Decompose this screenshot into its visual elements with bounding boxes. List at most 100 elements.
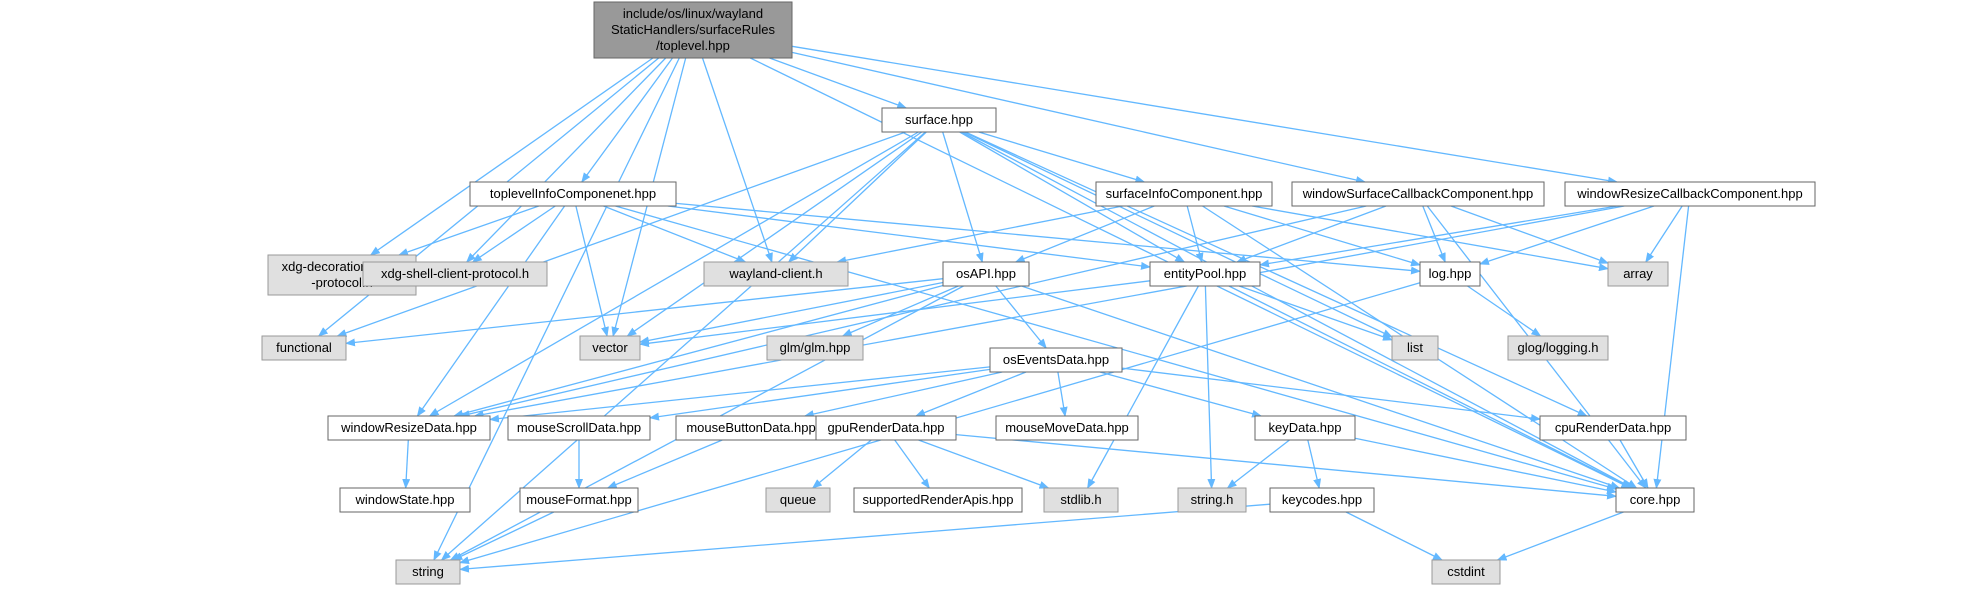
node-box-surfaceInfo (1095, 181, 1273, 207)
node-box-windowState (339, 487, 471, 513)
node-box-keyData (1254, 415, 1356, 441)
edge-windowSurfaceCb-to-log (1422, 205, 1446, 263)
edge-toplevelInfo-to-log (675, 202, 1421, 275)
edge-surfaceInfo-to-entityPool (1186, 205, 1204, 263)
node-windowSurfaceCb[interactable]: windowSurfaceCallbackComponent.hpp (1291, 181, 1545, 207)
edge-log-to-glog (1467, 285, 1542, 337)
edge-windowResizeCb-to-core (1653, 205, 1690, 489)
node-windowState[interactable]: windowState.hpp (339, 487, 471, 513)
node-box-mouseFormat (519, 487, 639, 513)
node-box-mouseButtonData (675, 415, 827, 441)
node-box-windowResizeCb (1564, 181, 1816, 207)
node-glog: glog/logging.h (1507, 335, 1609, 361)
node-keycodes[interactable]: keycodes.hpp (1269, 487, 1375, 513)
node-log[interactable]: log.hpp (1419, 261, 1481, 287)
node-label-windowSurfaceCb: windowSurfaceCallbackComponent.hpp (1302, 186, 1534, 201)
node-windowResizeCb[interactable]: windowResizeCallbackComponent.hpp (1564, 181, 1816, 207)
edge-toplevelInfo-to-entityPool (667, 205, 1151, 270)
edge-keyData-to-stringh (1226, 439, 1290, 489)
node-box-cstdint (1431, 559, 1501, 585)
edge-toplevelInfo-to-wayland (603, 205, 747, 263)
edge-surface-to-entityPool (959, 131, 1186, 263)
node-label-surfaceInfo: surfaceInfoComponent.hpp (1106, 186, 1263, 201)
edge-entityPool-to-core (1228, 285, 1632, 489)
node-stringh: string.h (1177, 487, 1247, 513)
node-vector: vector (579, 335, 641, 361)
edge-toplevelInfo-to-xdgShell (471, 205, 556, 263)
edge-gpuRenderData-to-core (955, 433, 1617, 500)
node-label-windowResizeCb: windowResizeCallbackComponent.hpp (1576, 186, 1802, 201)
node-xdgDecoration: xdg-decoration-client-protocol.h (267, 254, 417, 296)
node-box-stringh (1177, 487, 1247, 513)
node-label-osAPI: osAPI.hpp (956, 266, 1016, 281)
edge-gpuRenderData-to-queue (811, 439, 872, 489)
edge-toplevelInfo-to-windowResizeData (416, 205, 566, 417)
edge-windowResizeCb-to-array (1645, 205, 1683, 263)
edge-entityPool-to-stringh (1204, 285, 1216, 489)
node-label-queue: queue (780, 492, 816, 507)
node-box-log (1419, 261, 1481, 287)
node-entityPool[interactable]: entityPool.hpp (1149, 261, 1261, 287)
node-box-glog (1507, 335, 1609, 361)
node-label-cstdint: cstdint (1447, 564, 1485, 579)
node-supportedRenderApis[interactable]: supportedRenderApis.hpp (853, 487, 1023, 513)
edge-osEventsData-to-mouseScrollData (649, 368, 991, 421)
node-label-keyData: keyData.hpp (1269, 420, 1342, 435)
node-label-glm: glm/glm.hpp (780, 340, 851, 355)
node-label-root: /toplevel.hpp (656, 38, 730, 53)
edge-gpuRenderData-to-stdlib (918, 439, 1050, 489)
node-box-functional (261, 335, 347, 361)
node-label-keycodes: keycodes.hpp (1282, 492, 1362, 507)
node-windowResizeData[interactable]: windowResizeData.hpp (327, 415, 491, 441)
node-label-toplevelInfo: toplevelInfoComponenet.hpp (490, 186, 656, 201)
edge-surface-to-windowResizeData (428, 131, 919, 417)
edge-surface-to-list (963, 131, 1393, 338)
node-root[interactable]: include/os/linux/waylandStaticHandlers/s… (593, 1, 793, 59)
node-stdlib: stdlib.h (1043, 487, 1119, 513)
edge-surface-to-wayland (787, 131, 927, 263)
edge-keycodes-to-cstdint (1345, 511, 1443, 561)
node-cpuRenderData[interactable]: cpuRenderData.hpp (1539, 415, 1687, 441)
node-surfaceInfo[interactable]: surfaceInfoComponent.hpp (1095, 181, 1273, 207)
node-xdgShell: xdg-shell-client-protocol.h (362, 261, 548, 287)
edge-osEventsData-to-mouseMoveData (1057, 371, 1068, 417)
edge-osAPI-to-functional (345, 278, 944, 347)
edge-osAPI-to-core (1021, 285, 1621, 489)
node-label-cpuRenderData: cpuRenderData.hpp (1555, 420, 1671, 435)
node-toplevelInfo[interactable]: toplevelInfoComponenet.hpp (469, 181, 677, 207)
node-mouseScrollData[interactable]: mouseScrollData.hpp (507, 415, 651, 441)
node-wayland: wayland-client.h (703, 261, 849, 287)
node-surface[interactable]: surface.hpp (881, 107, 997, 133)
edge-cpuRenderData-to-core (1619, 439, 1649, 489)
node-functional: functional (261, 335, 347, 361)
edge-keyData-to-core (1354, 437, 1617, 495)
node-mouseMoveData[interactable]: mouseMoveData.hpp (995, 415, 1139, 441)
edge-surface-to-cpuRenderData (965, 131, 1588, 417)
node-box-wayland (703, 261, 849, 287)
node-mouseFormat[interactable]: mouseFormat.hpp (519, 487, 639, 513)
node-label-stringh: string.h (1191, 492, 1234, 507)
node-box-keycodes (1269, 487, 1375, 513)
node-label-mouseFormat: mouseFormat.hpp (526, 492, 632, 507)
node-box-queue (765, 487, 831, 513)
node-keyData[interactable]: keyData.hpp (1254, 415, 1356, 441)
node-box-vector (579, 335, 641, 361)
node-gpuRenderData[interactable]: gpuRenderData.hpp (815, 415, 957, 441)
node-osAPI[interactable]: osAPI.hpp (942, 261, 1030, 287)
edge-osAPI-to-osEventsData (995, 285, 1047, 349)
edge-entityPool-to-vector (639, 280, 1151, 348)
node-core[interactable]: core.hpp (1615, 487, 1695, 513)
node-box-mouseScrollData (507, 415, 651, 441)
node-mouseButtonData[interactable]: mouseButtonData.hpp (675, 415, 827, 441)
node-osEventsData[interactable]: osEventsData.hpp (989, 347, 1123, 373)
node-queue: queue (765, 487, 831, 513)
edge-windowResizeCb-to-entityPool (1259, 205, 1618, 268)
edge-surfaceInfo-to-osAPI (1014, 205, 1155, 263)
node-label-mouseButtonData: mouseButtonData.hpp (686, 420, 815, 435)
edge-entityPool-to-stdlib (1087, 285, 1199, 489)
node-box-xdgShell (362, 261, 548, 287)
edge-keycodes-to-string (459, 503, 1271, 573)
edge-root-to-string (433, 57, 680, 561)
edge-windowSurfaceCb-to-windowResizeData (459, 205, 1367, 418)
